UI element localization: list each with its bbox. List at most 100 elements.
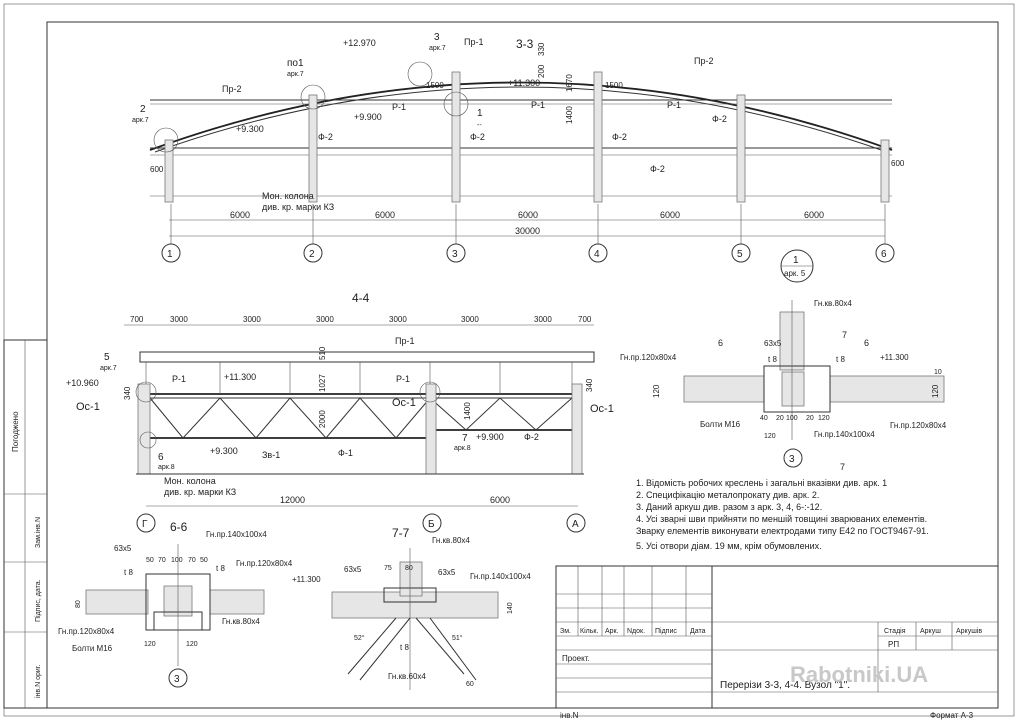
node-label: Гн.пр.120х80х4 bbox=[58, 627, 115, 636]
axis-label: 5 bbox=[737, 249, 743, 260]
cut-mark: 6 bbox=[864, 338, 869, 348]
node-dim: 120 bbox=[652, 384, 661, 398]
callout-number: 5 bbox=[104, 352, 110, 363]
title-block-header: Зм. bbox=[560, 628, 571, 635]
column-note: Мон. колона bbox=[164, 476, 216, 486]
member-label: Пр-1 bbox=[395, 336, 414, 346]
member-label: Пр-2 bbox=[222, 84, 241, 94]
callout-number: 1 bbox=[477, 108, 483, 119]
span-dim: 3000 bbox=[461, 315, 479, 324]
node-reference-number: 1 bbox=[793, 255, 799, 266]
callout-sheet-ref: арк.7 bbox=[429, 45, 446, 52]
node-dim: 20 bbox=[776, 415, 784, 422]
title-block-header: Кільк. bbox=[580, 627, 598, 635]
elevation-label: +12.970 bbox=[343, 38, 376, 48]
column bbox=[308, 94, 318, 203]
note-line: 4. Усі зварні шви прийняти по меншій тов… bbox=[636, 514, 927, 524]
purlin-pr1 bbox=[139, 351, 595, 363]
sheet-title: Перерізи 3-3, 4-4. Вузол "1". bbox=[720, 680, 850, 691]
hss-left bbox=[85, 589, 149, 615]
node-dim: 20 bbox=[806, 415, 814, 422]
node-label: 63х5 bbox=[764, 339, 782, 348]
span-dim: 6000 bbox=[490, 495, 510, 505]
callout-sheet-ref: -- bbox=[477, 122, 482, 129]
node-label: Гн.пр.140х100х4 bbox=[814, 430, 875, 439]
axis-label: 6 bbox=[881, 249, 887, 260]
section-7-7-title: 7-7 bbox=[392, 526, 410, 540]
node-dim: 140 bbox=[507, 602, 514, 614]
dimension-label: 330 bbox=[537, 42, 546, 56]
node-label: Болти М16 bbox=[700, 420, 741, 429]
node-1-detail: Гн.кв.80х4 Гн.пр.120х80х4 Гн.пр.120х80х4… bbox=[620, 299, 947, 472]
node-dim: 70 bbox=[158, 557, 166, 564]
node-label: Гн.кв.80х4 bbox=[222, 617, 260, 626]
column bbox=[880, 139, 890, 203]
axis-bubble bbox=[303, 243, 323, 263]
column bbox=[425, 383, 437, 475]
section-7-7: 7-7 +11.300 63х5 63х5 Гн.кв.80х4 Гн.пр.1… bbox=[292, 526, 531, 690]
span-dim: 6000 bbox=[230, 210, 250, 220]
section-3-3: 3-3 +12.970 Пр-1 Пр-2 Пр-2 Р-1 Р-1 bbox=[132, 32, 905, 283]
node-dim: 100 bbox=[786, 415, 798, 422]
side-stamp: Погоджено Зам.інв.N Підпис, дата. інв.N … bbox=[3, 339, 48, 709]
node-label: Гн.кв.80х4 bbox=[432, 536, 470, 545]
node-dim: 75 bbox=[384, 565, 392, 572]
dimension-label: 600 bbox=[891, 159, 905, 168]
truss-diagonals bbox=[149, 397, 573, 439]
node-dim: 100 bbox=[171, 557, 183, 564]
node-callout-circle bbox=[139, 431, 157, 449]
node-dim: 50 bbox=[200, 557, 208, 564]
member-label: Р-1 bbox=[392, 102, 406, 112]
span-dim: 12000 bbox=[280, 495, 305, 505]
axis-label: 1 bbox=[167, 249, 173, 260]
node-label: 63х5 bbox=[438, 568, 456, 577]
note-line: 3. Даний аркуш див. разом з арк. 3, 4, 6… bbox=[636, 502, 822, 512]
total-dim: 30000 bbox=[515, 226, 540, 236]
node-label: Гн.пр.120х80х4 bbox=[620, 353, 677, 362]
axis-label: 4 bbox=[594, 249, 600, 260]
span-dim: 6000 bbox=[660, 210, 680, 220]
axis-bubble bbox=[566, 513, 586, 533]
member-label: Ф-2 bbox=[650, 164, 665, 174]
format-label: Формат А-3 bbox=[930, 711, 974, 720]
axis-label: 3 bbox=[789, 454, 795, 465]
node-reference-sheet: арк. 5 bbox=[784, 269, 806, 278]
axis-markers-3-3: 1 2 3 4 5 6 bbox=[161, 204, 895, 263]
cut-mark: 7 bbox=[842, 330, 847, 340]
elevation-label: +9.900 bbox=[354, 112, 382, 122]
callout-number: по1 bbox=[287, 58, 304, 69]
node-dim: 50 bbox=[146, 557, 154, 564]
span-dim: 3000 bbox=[534, 315, 552, 324]
section-4-4-title: 4-4 bbox=[352, 291, 370, 305]
span-dim: 700 bbox=[130, 315, 144, 324]
node-dim: 10 bbox=[934, 369, 942, 376]
node-label: t 8 bbox=[400, 643, 409, 652]
node-label: t 8 bbox=[216, 564, 225, 573]
title-block-header: Дата bbox=[690, 628, 706, 635]
stamp-cell-label: Зам.інв.N bbox=[34, 517, 42, 548]
member-label: Ф-2 bbox=[318, 132, 333, 142]
hss-right bbox=[209, 589, 265, 615]
member-label: Ос-1 bbox=[392, 397, 416, 409]
axis-bubble bbox=[136, 513, 156, 533]
axis-bubble bbox=[161, 243, 181, 263]
node-label: Гн.кв.60х4 bbox=[388, 672, 426, 681]
purlin-posts bbox=[145, 362, 573, 394]
axis-bubble bbox=[168, 668, 188, 688]
callout-number: 6 bbox=[158, 452, 164, 463]
axis-bubble bbox=[588, 243, 608, 263]
callout-number: 7 bbox=[462, 433, 468, 444]
node-dim: 120 bbox=[931, 384, 940, 398]
column-note: див. кр. марки КЗ bbox=[262, 202, 334, 212]
stage-header: Аркушів bbox=[956, 627, 982, 635]
member-label: Ф-1 bbox=[338, 448, 353, 458]
span-dim: 6000 bbox=[518, 210, 538, 220]
dimension-label: 1500 bbox=[605, 81, 623, 90]
hss-right bbox=[829, 375, 945, 403]
axis-bubble bbox=[731, 243, 751, 263]
axis-bubble bbox=[783, 448, 803, 468]
stage-header: Стадія bbox=[884, 627, 906, 635]
node-dim: 120 bbox=[764, 433, 776, 440]
callout-number: 3 bbox=[434, 32, 440, 43]
member-label: Пр-2 bbox=[694, 56, 713, 66]
